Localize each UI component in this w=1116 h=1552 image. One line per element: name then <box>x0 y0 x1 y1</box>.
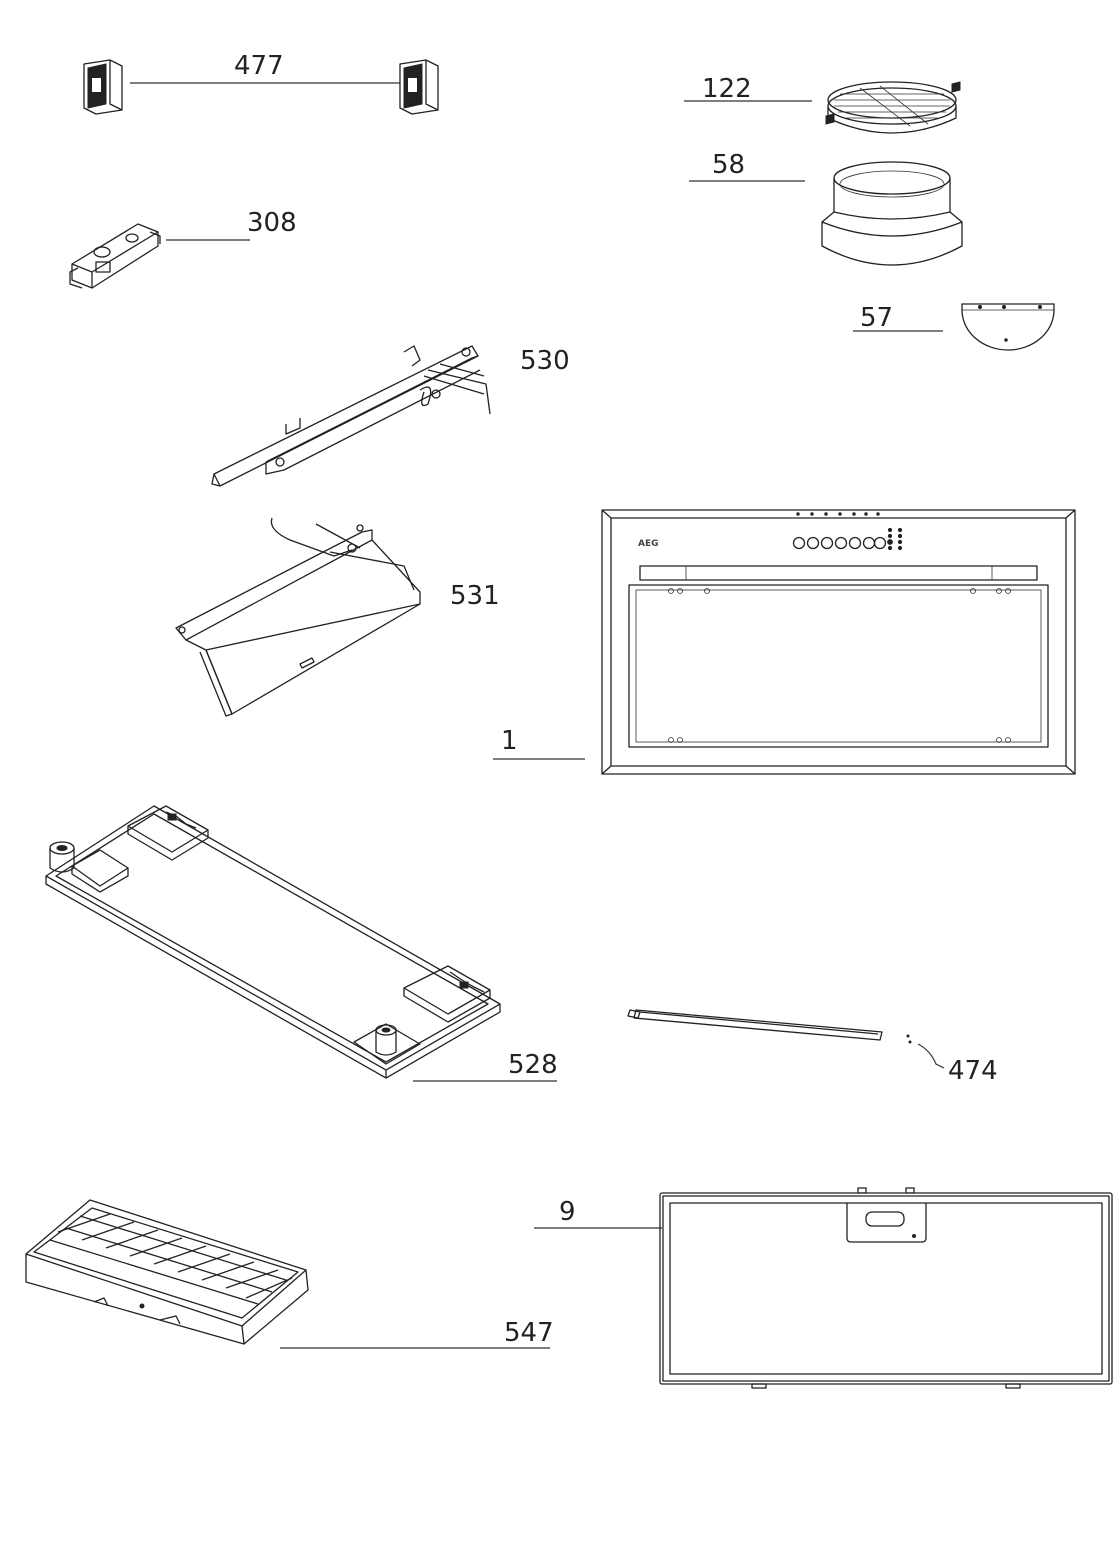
part-label-9: 9 <box>559 1197 576 1227</box>
part-9-filter-panel: 9 <box>534 1187 1113 1389</box>
indicator-leds <box>887 527 903 551</box>
part-308-switch: 308 <box>69 208 297 289</box>
part-122-grille: 122 <box>684 74 961 134</box>
part-label-1: 1 <box>501 726 518 756</box>
clip-left-drawing <box>83 59 123 115</box>
part-530-rail-bracket: 530 <box>211 345 570 487</box>
part-label-477: 477 <box>234 51 284 81</box>
hood-brand-logo: AEG <box>638 539 659 549</box>
part-1-hood-panel: AEG <box>493 509 1076 775</box>
part-528-base-plate: 528 <box>45 805 558 1082</box>
part-label-122: 122 <box>702 74 752 104</box>
part-531-tray-bracket: 531 <box>175 517 500 717</box>
part-474-rod: 474 <box>627 1009 998 1086</box>
part-477-clips: 477 <box>83 51 439 115</box>
part-label-58: 58 <box>712 150 745 180</box>
part-label-530: 530 <box>520 346 570 376</box>
part-547-carbon-filter: 547 <box>25 1199 554 1349</box>
part-label-531: 531 <box>450 581 500 611</box>
top-symbols <box>796 512 880 516</box>
part-57-semicircle: 57 <box>853 303 1055 351</box>
part-label-308: 308 <box>247 208 297 238</box>
part-label-57: 57 <box>860 303 893 333</box>
part-label-474: 474 <box>948 1056 998 1086</box>
control-knobs <box>792 536 887 550</box>
part-label-547: 547 <box>504 1318 554 1348</box>
part-label-528: 528 <box>508 1050 558 1080</box>
clip-right-drawing <box>399 59 439 115</box>
part-58-duct-collar: 58 <box>689 150 963 266</box>
